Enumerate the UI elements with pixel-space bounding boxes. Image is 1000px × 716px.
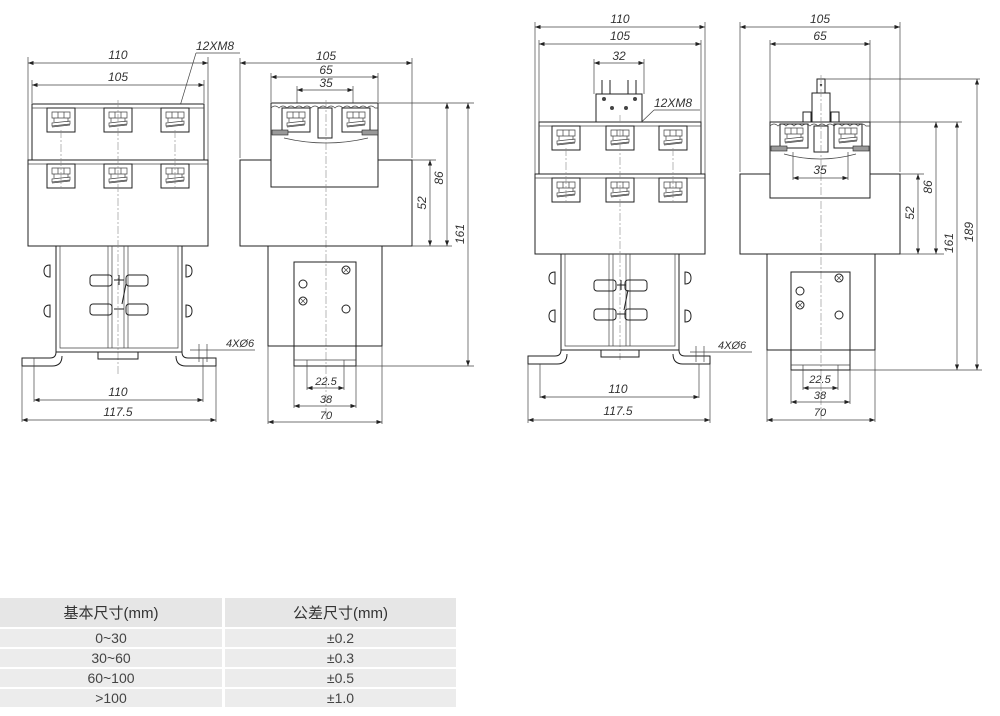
table-row: >100 ±1.0 bbox=[0, 687, 456, 707]
cell-range: 30~60 bbox=[0, 647, 225, 668]
dim-base-117-5: 117.5 bbox=[603, 404, 632, 418]
dim-105: 105 bbox=[810, 12, 830, 26]
table-row: 30~60 ±0.3 bbox=[0, 647, 456, 668]
dim-161: 161 bbox=[453, 224, 467, 244]
header-basic-size: 基本尺寸(mm) bbox=[0, 598, 225, 629]
dim-86: 86 bbox=[432, 171, 446, 185]
hole-label: 4XØ6 bbox=[718, 340, 747, 352]
dim-105: 105 bbox=[316, 49, 336, 63]
dim-189: 189 bbox=[962, 222, 976, 242]
dim-65: 65 bbox=[813, 29, 827, 43]
cell-tolerance: ±0.5 bbox=[223, 667, 456, 688]
dim-22-5: 22.5 bbox=[808, 374, 831, 386]
table-header-row: 基本尺寸(mm) 公差尺寸(mm) bbox=[0, 598, 456, 629]
hole-label: 4XØ6 bbox=[226, 338, 255, 350]
dim-110: 110 bbox=[108, 48, 127, 62]
dim-110: 110 bbox=[610, 12, 629, 26]
dim-32: 32 bbox=[612, 49, 626, 63]
technical-drawing: 110 105 12XM8 bbox=[21, 12, 982, 425]
dim-35: 35 bbox=[813, 163, 827, 177]
dim-52: 52 bbox=[415, 196, 429, 210]
table-row: 0~30 ±0.2 bbox=[0, 627, 456, 648]
right-side-view: 105 65 35 bbox=[739, 12, 982, 423]
dim-base-110: 110 bbox=[108, 385, 127, 399]
dim-161: 161 bbox=[942, 233, 956, 253]
left-side-view: 105 65 35 52 86 bbox=[239, 49, 474, 425]
dim-65: 65 bbox=[319, 63, 333, 77]
dim-86: 86 bbox=[921, 180, 935, 194]
tolerance-table: 基本尺寸(mm) 公差尺寸(mm) 0~30 ±0.2 30~60 ±0.3 6… bbox=[0, 598, 456, 707]
table-row: 60~100 ±0.5 bbox=[0, 667, 456, 688]
cell-tolerance: ±0.3 bbox=[223, 647, 456, 668]
left-front-view: 110 105 12XM8 bbox=[21, 39, 255, 423]
cell-range: 60~100 bbox=[0, 667, 225, 688]
dim-38: 38 bbox=[814, 390, 827, 402]
dim-105: 105 bbox=[108, 70, 128, 84]
dim-105: 105 bbox=[610, 29, 630, 43]
dim-52: 52 bbox=[903, 206, 917, 220]
cell-tolerance: ±1.0 bbox=[223, 687, 456, 707]
dim-70: 70 bbox=[320, 410, 333, 422]
dim-70: 70 bbox=[814, 407, 827, 419]
dim-22-5: 22.5 bbox=[314, 376, 337, 388]
right-front-view: 110 105 32 12XM8 bbox=[527, 12, 752, 423]
dim-35: 35 bbox=[319, 76, 333, 90]
cell-range: 0~30 bbox=[0, 627, 225, 648]
dim-base-110: 110 bbox=[608, 382, 627, 396]
bolt-label: 12XM8 bbox=[196, 39, 234, 53]
cell-range: >100 bbox=[0, 687, 225, 707]
dim-base-117-5: 117.5 bbox=[103, 405, 132, 419]
dim-38: 38 bbox=[320, 394, 333, 406]
cell-tolerance: ±0.2 bbox=[223, 627, 456, 648]
bolt-label: 12XM8 bbox=[654, 96, 692, 110]
header-tolerance: 公差尺寸(mm) bbox=[223, 598, 456, 629]
